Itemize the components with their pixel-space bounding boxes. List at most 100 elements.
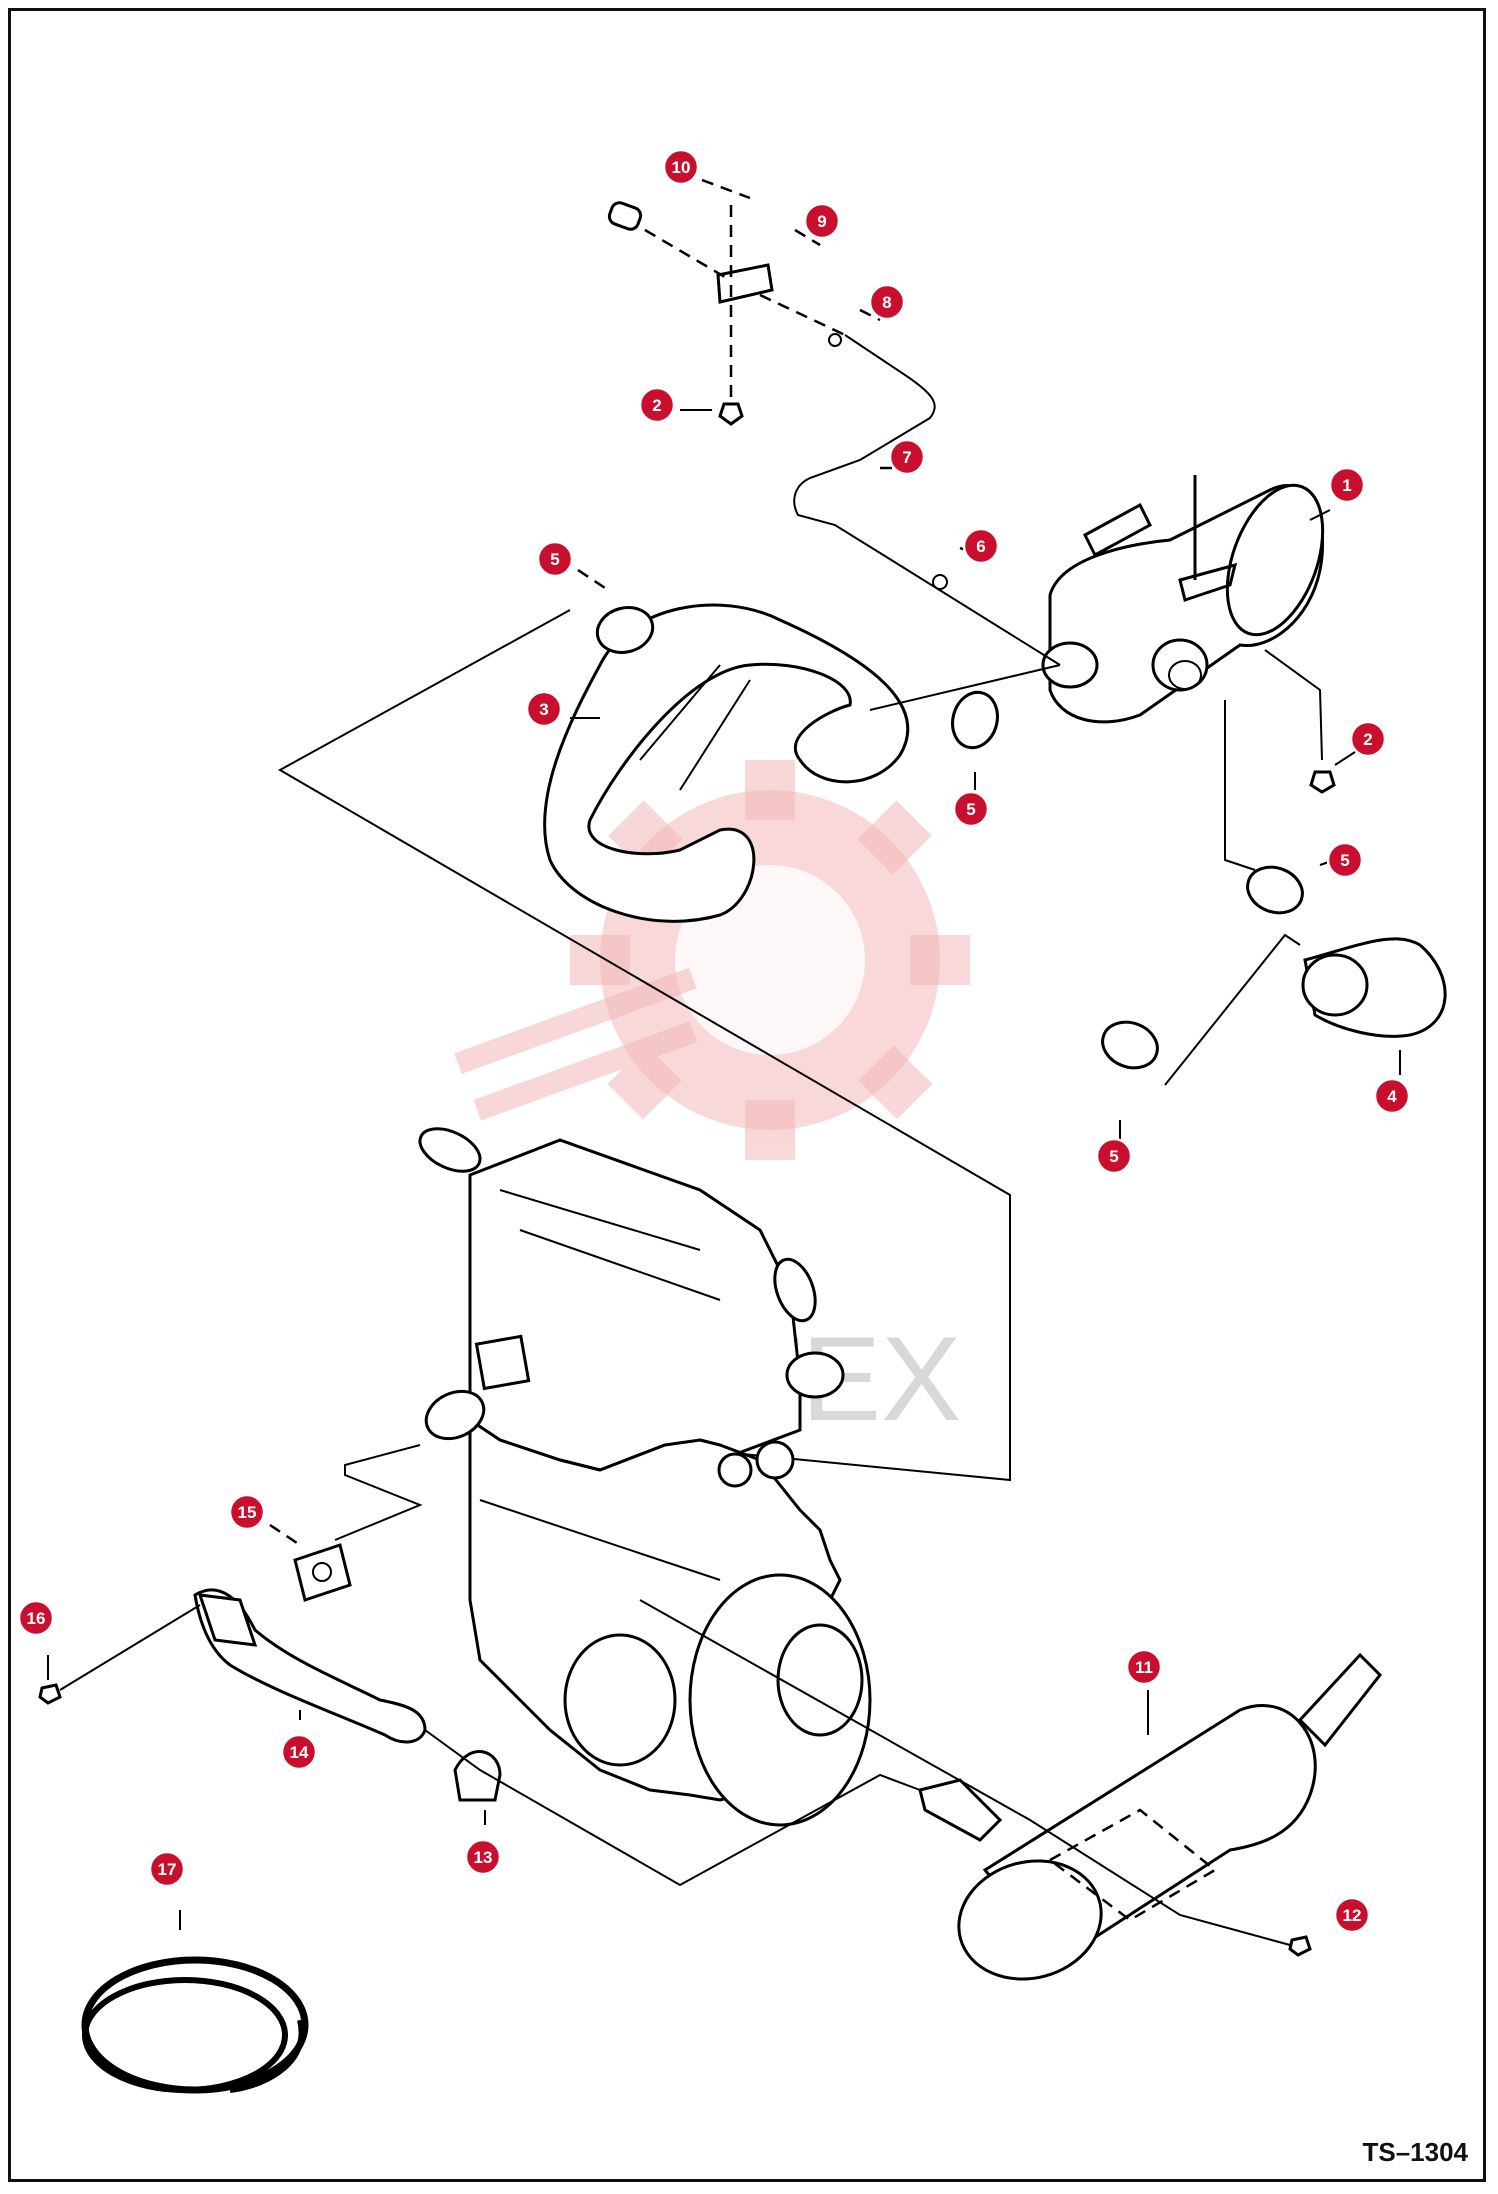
engine-block — [418, 1127, 872, 1827]
head-inlet-port — [785, 1351, 845, 1399]
indicator-tube — [793, 334, 1061, 666]
leader-10 — [701, 178, 751, 200]
gear-cover-boss-right — [755, 1440, 795, 1480]
thermostat-outlet — [418, 1127, 482, 1173]
svg-text:14: 14 — [290, 1743, 309, 1762]
callout-9: 9 — [803, 202, 841, 240]
muffler-nut — [1288, 1935, 1312, 1957]
svg-text:9: 9 — [817, 212, 826, 231]
callout-badges: 10 9 8 2 7 1 6 5 3 5 2 5 4 5 15 16 14 11… — [17, 148, 1411, 1934]
callout-5d: 5 — [1095, 1137, 1133, 1175]
svg-text:8: 8 — [882, 293, 891, 312]
diagram-frame — [8, 8, 1486, 2182]
manifold-flange — [474, 1334, 531, 1391]
svg-text:17: 17 — [158, 1860, 177, 1879]
exhaust-pipe-flange — [197, 1593, 258, 1647]
sheet-code: TS–1304 — [1362, 2137, 1468, 2167]
mount-leader — [644, 228, 731, 282]
muffler-inlet-pipe — [918, 1778, 1003, 1842]
hose-clamp-outlet — [951, 690, 999, 750]
leader-2-lower — [1334, 751, 1356, 766]
gasket-hole — [312, 1562, 332, 1582]
callout-5a: 5 — [536, 540, 574, 578]
callout-11: 11 — [1125, 1648, 1163, 1686]
callout-8: 8 — [868, 283, 906, 321]
callout-12: 12 — [1333, 1896, 1371, 1934]
muffler-nut-line — [639, 1599, 1291, 1946]
intake-leader-line — [277, 609, 1011, 1482]
svg-text:11: 11 — [1135, 1658, 1153, 1677]
indicator-mount — [607, 201, 643, 231]
callout-6: 6 — [962, 527, 1000, 565]
svg-text:2: 2 — [652, 396, 661, 415]
housing-screw — [1309, 770, 1336, 794]
exhaust-assembly — [38, 1444, 1383, 1981]
air-cleaner-end-cap — [1225, 483, 1325, 637]
svg-text:2: 2 — [1363, 730, 1372, 749]
intake-hose-contour — [639, 664, 751, 791]
svg-text:1: 1 — [1342, 476, 1351, 495]
callout-5c: 5 — [1326, 841, 1364, 879]
hose-clamp-elbow-upper — [1246, 865, 1304, 915]
callout-2-upper: 2 — [638, 386, 676, 424]
flywheel-opening — [776, 1623, 864, 1737]
water-outlet — [773, 1257, 817, 1323]
svg-text:5: 5 — [1340, 851, 1349, 870]
svg-text:10: 10 — [672, 158, 691, 177]
callout-14: 14 — [280, 1733, 318, 1771]
air-cleaner-band — [1178, 475, 1238, 602]
air-cleaner-bracket — [1083, 502, 1152, 558]
air-cleaner-outlet-inner — [1168, 660, 1202, 690]
elbow-lower-line — [1164, 933, 1301, 1086]
muffler-bracket — [1047, 1808, 1218, 1922]
muffler-end-cap — [957, 1859, 1103, 1981]
engine-head — [468, 1138, 802, 1472]
leader-15 — [269, 1523, 301, 1547]
muffler-tailpipe — [1297, 1652, 1383, 1748]
hose-to-cleaner-line — [869, 664, 1061, 711]
bolt-leader — [59, 1604, 201, 1691]
svg-text:7: 7 — [902, 448, 911, 467]
housing-screw-line — [1264, 649, 1323, 761]
hose-coil-tail — [229, 2019, 305, 2093]
callout-13: 13 — [464, 1838, 502, 1876]
svg-text:5: 5 — [1109, 1147, 1118, 1166]
callout-10: 10 — [662, 148, 700, 186]
gear-cover-boss-left — [717, 1452, 753, 1488]
callout-ticks — [299, 1690, 1149, 1825]
svg-text:5: 5 — [966, 800, 975, 819]
svg-text:16: 16 — [27, 1609, 46, 1628]
callout-16: 16 — [17, 1599, 55, 1637]
exhaust-manifold-port — [424, 1389, 486, 1441]
exhaust-gasket — [293, 1543, 352, 1602]
callout-15: 15 — [228, 1493, 266, 1531]
callout-4: 4 — [1373, 1077, 1411, 1115]
elbow-opening — [1301, 953, 1369, 1017]
callout-5b: 5 — [952, 790, 990, 828]
svg-text:3: 3 — [539, 700, 548, 719]
indicator-leader — [759, 293, 846, 337]
gasket-leader — [334, 1444, 423, 1541]
leader-1 — [1309, 509, 1331, 521]
air-cleaner-inlet — [1041, 641, 1099, 689]
air-cleaner-outlet — [1151, 638, 1209, 692]
starter-housing — [563, 1633, 677, 1767]
rubber-elbow — [1301, 937, 1447, 1038]
callout-3: 3 — [525, 690, 563, 728]
hose-coil-loop-inner — [82, 1977, 288, 2093]
fitting-6 — [932, 574, 948, 590]
callout-7: 7 — [888, 438, 926, 476]
hose-clamp-elbow-lower — [1101, 1020, 1159, 1070]
pipe-muffler-line — [424, 1729, 921, 1887]
air-cleaner-assembly — [607, 201, 1336, 794]
bracket-screw — [718, 402, 744, 426]
svg-text:13: 13 — [474, 1848, 493, 1867]
callout-2-lower: 2 — [1349, 720, 1387, 758]
hose-clamp-upper — [595, 606, 655, 654]
svg-text:15: 15 — [238, 1503, 257, 1522]
callout-leaders — [47, 178, 1401, 1680]
svg-text:12: 12 — [1343, 1906, 1362, 1925]
fitting-8 — [828, 333, 842, 347]
leader-8 — [859, 308, 881, 322]
